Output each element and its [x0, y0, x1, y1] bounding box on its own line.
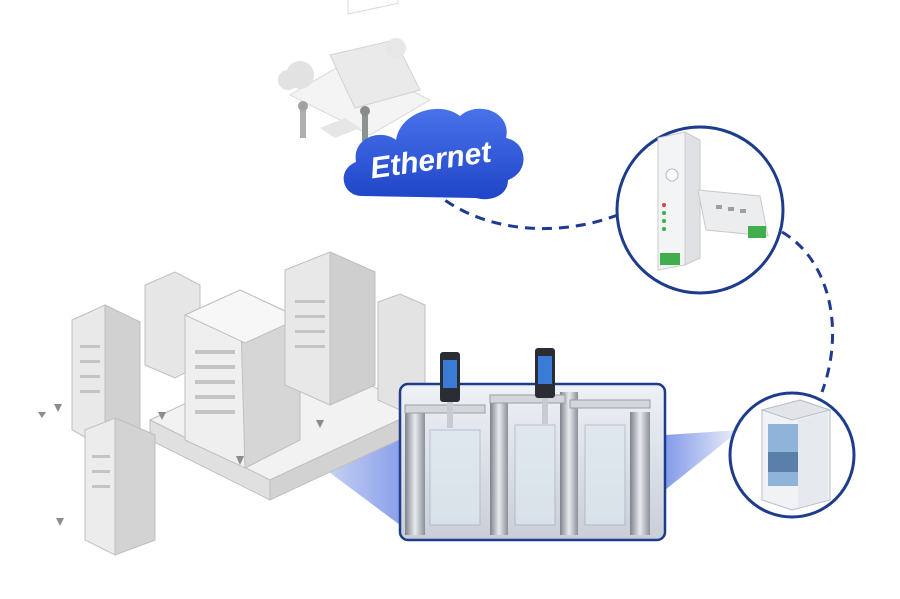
projection-beam-right — [665, 430, 740, 490]
connection-controller-to-kiosk — [781, 230, 835, 393]
din-rail-controller-icon — [657, 131, 686, 271]
tree-icon — [38, 412, 46, 418]
turnstile-gates — [398, 348, 667, 542]
connection-lines — [418, 177, 835, 393]
ethernet-cloud: Ethernet — [343, 108, 524, 200]
isometric-buildings — [38, 251, 426, 556]
kiosk-display — [728, 391, 856, 519]
office-workspace-illustration — [278, 0, 432, 141]
speed-gate-turnstile-icon — [404, 348, 651, 535]
io-controller-module — [615, 125, 785, 295]
connection-cloud-to-controller — [418, 177, 626, 231]
